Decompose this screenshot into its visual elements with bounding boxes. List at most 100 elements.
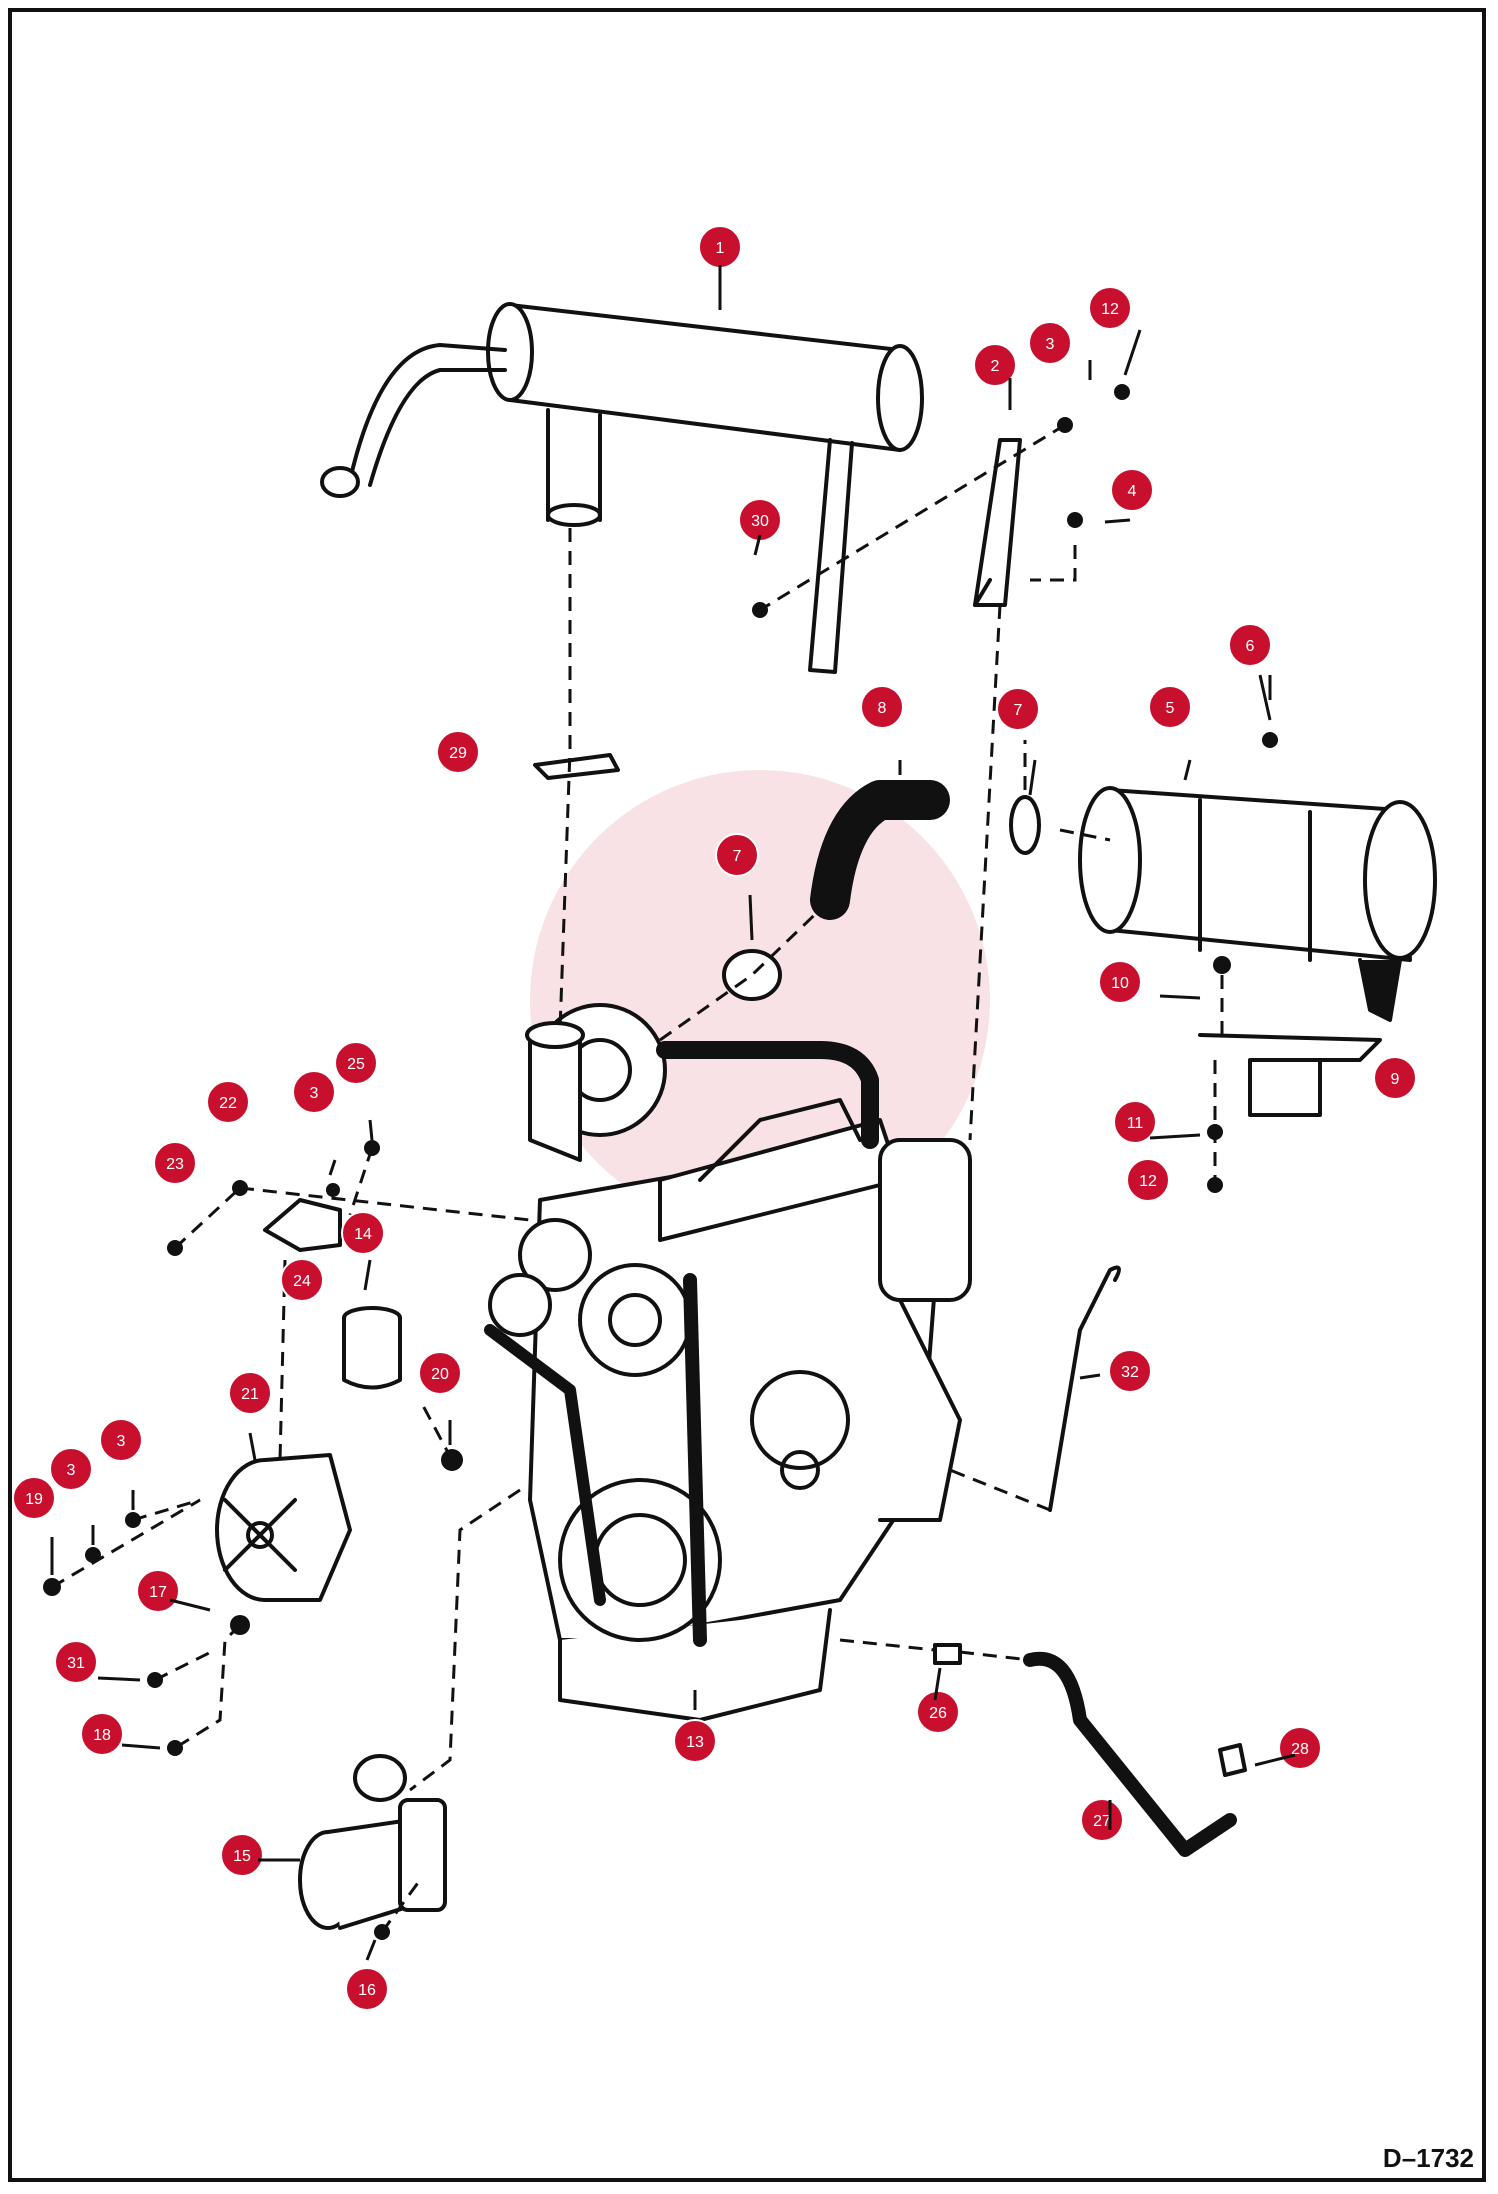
oil-filter-part: [342, 1306, 402, 1390]
dipstick-part: [1048, 1265, 1121, 1512]
turbocharger-part: [525, 1003, 879, 1162]
callout-number: 3: [117, 1433, 126, 1450]
alternator-bracket-part: [263, 1198, 342, 1252]
callout-number: 19: [25, 1491, 43, 1508]
callout-15: 15: [220, 1833, 264, 1877]
callout-number: 22: [219, 1095, 237, 1112]
callout-number: 5: [1166, 700, 1175, 717]
callout-number: 1: [716, 240, 725, 257]
assembly-leader-lines: [51, 423, 1224, 1933]
callout-badge: [345, 1967, 389, 2011]
callout-number: 13: [686, 1734, 704, 1751]
callout-number: 2: [991, 358, 1000, 375]
callout-badge: [49, 1447, 93, 1491]
callout-3: 3: [49, 1447, 93, 1491]
callout-number: 25: [347, 1056, 365, 1073]
callout-1: 1: [698, 225, 742, 269]
engine-block-part: [484, 1098, 972, 1722]
callout-number: 26: [929, 1705, 947, 1722]
drain-hose-part: [1023, 1651, 1237, 1857]
callout-number: 12: [1139, 1173, 1157, 1190]
callout-badge: [673, 1719, 717, 1763]
callout-number: 21: [241, 1386, 259, 1403]
callout-number: 32: [1121, 1364, 1139, 1381]
callout-badge: [715, 833, 759, 877]
muffler-part: [320, 302, 924, 674]
callout-badge: [153, 1141, 197, 1185]
callout-24: 24: [280, 1258, 324, 1302]
callout-32: 32: [1108, 1349, 1152, 1393]
callout-number: 16: [358, 1982, 376, 1999]
callout-13: 13: [673, 1719, 717, 1763]
callout-number: 12: [1101, 301, 1119, 318]
callout-12: 12: [1126, 1158, 1170, 1202]
hose-part: [810, 780, 950, 920]
callout-badge: [1080, 1798, 1124, 1842]
callout-10: 10: [1098, 960, 1142, 1004]
callout-number: 11: [1127, 1115, 1144, 1132]
callout-number: 30: [751, 513, 769, 530]
callout-22: 22: [206, 1080, 250, 1124]
callout-17: 17: [136, 1569, 180, 1613]
callout-number: 3: [310, 1085, 319, 1102]
callout-badge: [80, 1712, 124, 1756]
callout-leaders: [50, 265, 1296, 1961]
callout-11: 11: [1113, 1100, 1157, 1144]
callout-number: 9: [1391, 1071, 1400, 1088]
callout-badge: [334, 1041, 378, 1085]
callout-12: 12: [1088, 286, 1132, 330]
callout-6: 6: [1228, 623, 1272, 667]
callout-badge: [228, 1371, 272, 1415]
callout-badge: [341, 1211, 385, 1255]
callout-badge: [1373, 1056, 1417, 1100]
callout-badge: [996, 687, 1040, 731]
callout-9: 9: [1373, 1056, 1417, 1100]
callout-badge: [206, 1080, 250, 1124]
callout-number: 20: [431, 1366, 449, 1383]
callout-number: 17: [149, 1584, 167, 1601]
callout-badge: [1113, 1100, 1157, 1144]
callout-27: 27: [1080, 1798, 1124, 1842]
fitting-part: [933, 1643, 962, 1665]
cap-part: [1218, 1743, 1247, 1777]
callout-badge: [136, 1569, 180, 1613]
callout-number: 10: [1111, 975, 1129, 992]
callout-28: 28: [1278, 1726, 1322, 1770]
callout-19: 19: [12, 1476, 56, 1520]
figure-id: D–1732: [1382, 2143, 1474, 2173]
callout-badge: [1028, 321, 1072, 365]
callout-number: 6: [1246, 638, 1255, 655]
callout-number: 28: [1291, 1741, 1309, 1758]
callout-16: 16: [345, 1967, 389, 2011]
callout-number: 23: [166, 1156, 184, 1173]
callout-20: 20: [418, 1351, 462, 1395]
starter-part: [298, 1754, 447, 1930]
callout-21: 21: [228, 1371, 272, 1415]
callout-number: 3: [1046, 336, 1055, 353]
callout-7: 7: [996, 687, 1040, 731]
callout-number: 29: [449, 745, 467, 762]
callout-badge: [418, 1351, 462, 1395]
callout-23: 23: [153, 1141, 197, 1185]
callout-badge: [99, 1418, 143, 1462]
callout-number: 7: [1014, 702, 1023, 719]
callout-31: 31: [54, 1640, 98, 1684]
callout-8: 8: [860, 685, 904, 729]
callout-badge: [1110, 468, 1154, 512]
callout-4: 4: [1110, 468, 1154, 512]
callout-3: 3: [292, 1070, 336, 1114]
gasket-part: [533, 753, 620, 780]
callout-badge: [292, 1070, 336, 1114]
callout-3: 3: [99, 1418, 143, 1462]
callout-number: 7: [733, 848, 742, 865]
callout-badge: [1098, 960, 1142, 1004]
callout-14: 14: [341, 1211, 385, 1255]
callout-badge: [1088, 286, 1132, 330]
callout-number: 27: [1093, 1813, 1111, 1830]
callout-badge: [54, 1640, 98, 1684]
callout-badge: [1228, 623, 1272, 667]
callout-number: 3: [67, 1462, 76, 1479]
diagram-frame: [8, 8, 1486, 2182]
callout-2: 2: [973, 343, 1017, 387]
